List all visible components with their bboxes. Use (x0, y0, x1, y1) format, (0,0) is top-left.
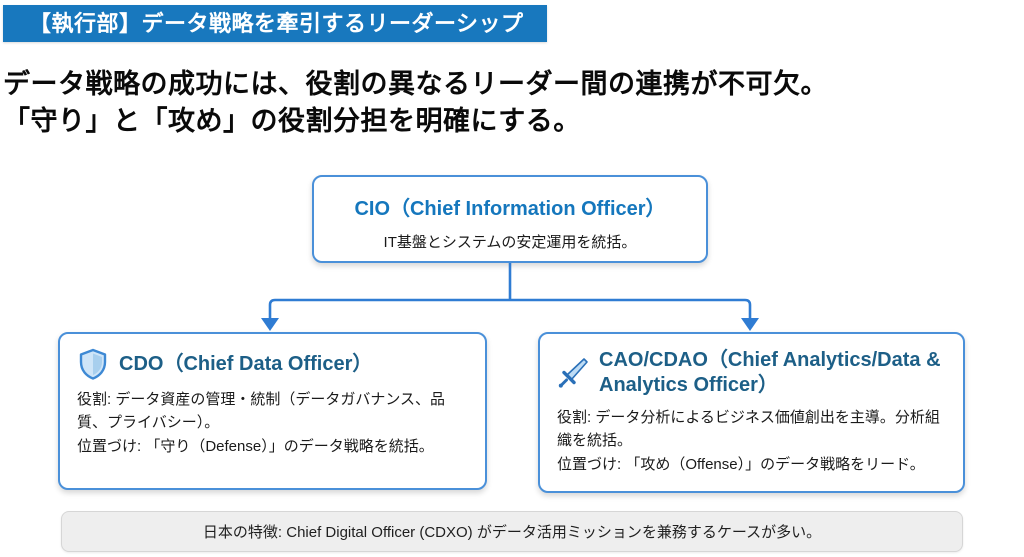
headline-line-2: 「守り」と「攻め」の役割分担を明確にする。 (3, 106, 581, 136)
cio-node: CIO（Chief Information Officer） IT基盤とシステム… (312, 175, 708, 263)
cdo-position: 位置づけ: 「守り（Defense）」のデータ戦略を統括。 (77, 437, 434, 455)
cdo-header: CDO（Chief Data Officer） (77, 348, 468, 380)
footnote-text: 日本の特徴: Chief Digital Officer (CDXO) がデータ… (202, 524, 822, 541)
arrow-down-right-icon (741, 318, 759, 331)
slide-title-banner: 【執行部】データ戦略を牽引するリーダーシップ (3, 5, 547, 42)
arrow-down-left-icon (261, 318, 279, 331)
cdo-body: 役割: データ資産の管理・統制（データガバナンス、品質、プライバシー）。 位置づ… (77, 388, 468, 458)
cdo-role: 役割: データ資産の管理・統制（データガバナンス、品質、プライバシー）。 (77, 391, 446, 432)
cio-description: IT基盤とシステムの安定運用を統括。 (383, 234, 637, 251)
sword-icon (557, 357, 589, 389)
cao-title: CAO/CDAO（Chief Analytics/Data & Analytic… (599, 349, 941, 396)
cao-role: 役割: データ分析によるビジネス価値創出を主導。分析組織を統括。 (557, 409, 940, 450)
org-chart-connector (261, 263, 759, 331)
cao-node: CAO/CDAO（Chief Analytics/Data & Analytic… (538, 332, 965, 493)
shield-icon (77, 348, 109, 380)
cio-title: CIO（Chief Information Officer） (354, 198, 666, 220)
footnote-bar: 日本の特徴: Chief Digital Officer (CDXO) がデータ… (61, 511, 963, 552)
headline: データ戦略の成功には、役割の異なるリーダー間の連携が不可欠。 「守り」と「攻め」… (3, 66, 983, 140)
cdo-title: CDO（Chief Data Officer） (119, 352, 373, 375)
headline-line-1: データ戦略の成功には、役割の異なるリーダー間の連携が不可欠。 (3, 69, 828, 99)
cdo-node: CDO（Chief Data Officer） 役割: データ資産の管理・統制（… (58, 332, 487, 490)
cao-header: CAO/CDAO（Chief Analytics/Data & Analytic… (557, 348, 946, 398)
cao-position: 位置づけ: 「攻め（Offense）」のデータ戦略をリード。 (557, 455, 925, 473)
slide-title: 【執行部】データ戦略を牽引するリーダーシップ (29, 11, 524, 36)
cao-body: 役割: データ分析によるビジネス価値創出を主導。分析組織を統括。 位置づけ: 「… (557, 406, 946, 476)
